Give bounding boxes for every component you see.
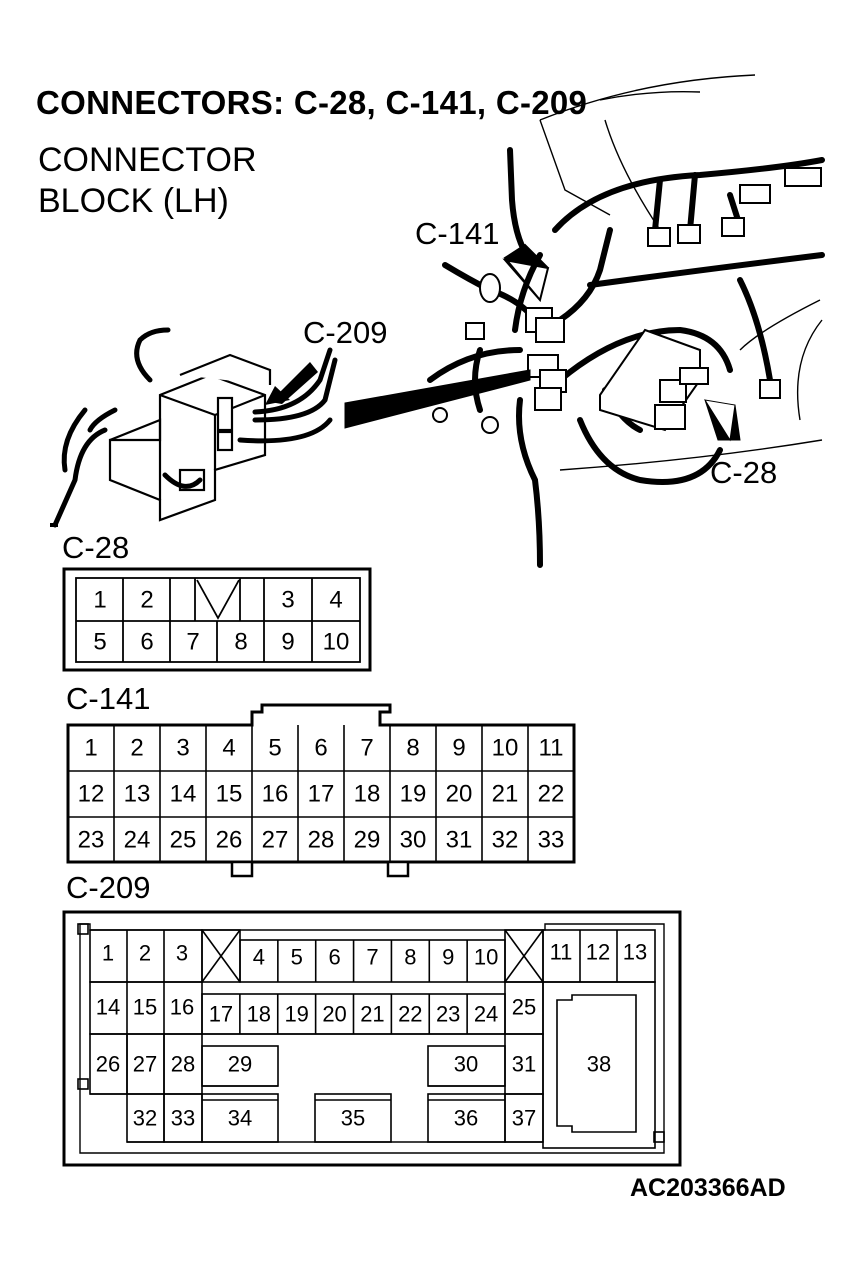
c141-pin-16: 16 — [262, 781, 289, 808]
c141-pin-3: 3 — [176, 735, 189, 762]
c209-pin-19: 19 — [284, 1002, 308, 1027]
c209-pin-17: 17 — [209, 1002, 233, 1027]
callout-c28: C-28 — [710, 455, 778, 490]
c28-pin-9: 9 — [281, 629, 294, 656]
c141-pin-26: 26 — [216, 827, 243, 854]
c209-pin-18: 18 — [247, 1002, 271, 1027]
c209-pin-34: 34 — [228, 1106, 252, 1131]
c209-pin-10: 10 — [474, 945, 498, 970]
c141-pin-17: 17 — [308, 781, 335, 808]
c209-pin-5: 5 — [291, 945, 303, 970]
c28-pin-7: 7 — [186, 629, 199, 656]
subtitle-line-1: CONNECTOR — [38, 141, 257, 179]
c209-pin-4: 4 — [253, 945, 265, 970]
c141-pin-23: 23 — [78, 827, 105, 854]
c209-pin-9: 9 — [442, 945, 454, 970]
c141-pin-13: 13 — [124, 781, 151, 808]
c28-pin-8: 8 — [234, 629, 247, 656]
callout-c209: C-209 — [303, 315, 388, 350]
c141-pin-14: 14 — [170, 781, 197, 808]
c209-pin-37: 37 — [512, 1106, 536, 1131]
callout-c141: C-141 — [415, 216, 500, 251]
c141-pin-25: 25 — [170, 827, 197, 854]
c141-pin-33: 33 — [538, 827, 565, 854]
c141-pin-11: 11 — [539, 735, 564, 762]
c141-pin-8: 8 — [406, 735, 419, 762]
c209-pin-36: 36 — [454, 1106, 478, 1131]
c141-pin-24: 24 — [124, 827, 151, 854]
c209-pin-35: 35 — [341, 1106, 365, 1131]
c28-pin-6: 6 — [140, 629, 153, 656]
c141-pin-20: 20 — [446, 781, 473, 808]
c209-pin-1: 1 — [102, 941, 114, 966]
c209-pin-22: 22 — [398, 1002, 422, 1027]
c209-pin-24: 24 — [474, 1002, 498, 1027]
c141-pin-1: 1 — [84, 735, 97, 762]
c141-pin-6: 6 — [314, 735, 327, 762]
c209-pin-38: 38 — [587, 1052, 611, 1077]
c209-pin-27: 27 — [133, 1052, 157, 1077]
c209-pin-13: 13 — [623, 940, 647, 965]
c141-pin-9: 9 — [452, 735, 465, 762]
subtitle-line-2: BLOCK (LH) — [38, 182, 229, 220]
c141-pin-5: 5 — [268, 735, 281, 762]
c141-pin-27: 27 — [262, 827, 289, 854]
c209-pin-30: 30 — [454, 1052, 478, 1077]
c209-pin-6: 6 — [329, 945, 341, 970]
c28-pin-5: 5 — [93, 629, 106, 656]
connector-c141-label: C-141 — [66, 681, 151, 716]
c209-pin-11: 11 — [550, 940, 573, 965]
c28-pin-1: 1 — [93, 587, 106, 614]
c141-pin-12: 12 — [78, 781, 105, 808]
c209-pin-32: 32 — [133, 1106, 157, 1131]
c209-pin-21: 21 — [360, 1002, 384, 1027]
connector-block-label: CONNECTOR BLOCK (LH) — [38, 140, 257, 222]
c209-pin-23: 23 — [436, 1002, 460, 1027]
c209-pin-2: 2 — [139, 941, 151, 966]
c141-pin-2: 2 — [130, 735, 143, 762]
c209-pin-33: 33 — [171, 1106, 195, 1131]
c141-pin-15: 15 — [216, 781, 243, 808]
c141-pin-10: 10 — [492, 735, 519, 762]
c28-pin-3: 3 — [281, 587, 294, 614]
c209-pin-31: 31 — [512, 1052, 536, 1077]
c141-pin-18: 18 — [354, 781, 381, 808]
c141-pin-28: 28 — [308, 827, 335, 854]
page-title: CONNECTORS: C-28, C-141, C-209 — [36, 84, 588, 121]
c209-pin-8: 8 — [404, 945, 416, 970]
c28-pin-4: 4 — [329, 587, 342, 614]
c209-pin-20: 20 — [322, 1002, 346, 1027]
c141-pin-29: 29 — [354, 827, 381, 854]
c28-pin-10: 10 — [323, 629, 350, 656]
connector-c28-face: 1 2 3 4 5 6 7 8 9 10 — [62, 567, 372, 672]
c209-pin-3: 3 — [176, 941, 188, 966]
c141-pin-4: 4 — [222, 735, 235, 762]
c209-pin-16: 16 — [170, 995, 194, 1020]
c209-pin-12: 12 — [586, 940, 610, 965]
connector-c28-label: C-28 — [62, 530, 130, 565]
c141-pin-31: 31 — [446, 827, 473, 854]
c209-pin-7: 7 — [366, 945, 378, 970]
c141-pin-7: 7 — [360, 735, 373, 762]
c209-pin-29: 29 — [228, 1052, 252, 1077]
connector-c209-label: C-209 — [66, 870, 151, 905]
figure-code: AC203366AD — [630, 1174, 786, 1202]
c141-pin-22: 22 — [538, 781, 565, 808]
c209-pin-14: 14 — [96, 995, 120, 1020]
c209-pin-26: 26 — [96, 1052, 120, 1077]
c28-pin-2: 2 — [140, 587, 153, 614]
c141-pin-19: 19 — [400, 781, 427, 808]
c141-pin-32: 32 — [492, 827, 519, 854]
c209-pin-28: 28 — [171, 1052, 195, 1077]
c209-pin-25: 25 — [512, 995, 536, 1020]
c209-pin-15: 15 — [133, 995, 157, 1020]
c141-pin-21: 21 — [492, 781, 519, 808]
c141-pin-30: 30 — [400, 827, 427, 854]
